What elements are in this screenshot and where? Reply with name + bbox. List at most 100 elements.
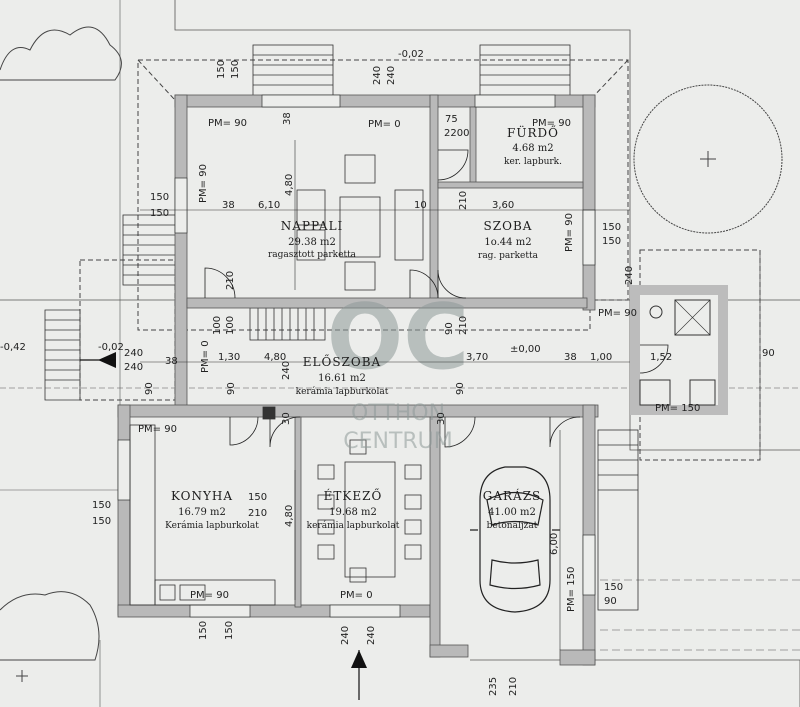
room-nappali-floor: ragasztott parketta <box>268 250 357 260</box>
dim-6-10: 6,10 <box>258 200 280 211</box>
level-entry: -0,02 <box>98 342 124 353</box>
dim-150-left-a: 150 <box>150 192 169 203</box>
dim-240-entry-a: 240 <box>124 348 143 359</box>
dim-150-garazs: 150 <box>604 582 623 593</box>
dim-90-a: 90 <box>444 322 455 335</box>
furniture <box>129 154 424 606</box>
dim-10: 10 <box>414 200 427 211</box>
dim-150-konyha-a: 150 <box>92 500 111 511</box>
room-szoba-floor: rag. parketta <box>478 251 539 261</box>
level-eloszoba-right: PM= 90 <box>598 308 637 319</box>
room-konyha-floor: Kerámia lapburkolat <box>165 520 259 531</box>
dim-6-00: 6,00 <box>549 533 560 555</box>
dim-4-80-mid: 4,80 <box>264 352 286 363</box>
dim-210-a: 210 <box>225 271 236 290</box>
watermark: OC OTTHON CENTRUM <box>327 285 470 454</box>
level-top: -0,02 <box>398 49 424 60</box>
dimension-lines <box>140 140 630 650</box>
dim-38-b: 38 <box>282 112 293 125</box>
dim-240-mid: 240 <box>281 361 292 380</box>
dim-4-80-top: 4,80 <box>284 174 295 196</box>
room-szoba-area: 1o.44 m2 <box>484 237 531 248</box>
dim-38-a: 38 <box>222 200 235 211</box>
watermark-line2: CENTRUM <box>343 429 453 454</box>
car-icon <box>470 466 560 613</box>
dim-90-e: 90 <box>762 348 775 359</box>
dim-150-top-b: 150 <box>216 60 227 79</box>
room-eloszoba-area: 16.61 m2 <box>318 373 366 384</box>
room-furdo-area: 4.68 m2 <box>512 143 553 154</box>
dim-210-d: 210 <box>248 508 267 519</box>
dim-210-e: 210 <box>508 677 519 696</box>
room-etkezo-floor: kerámia lapburkolat <box>307 520 400 531</box>
entrance-arrow-icon <box>80 352 367 700</box>
level-zero: ±0,00 <box>510 344 541 355</box>
room-eloszoba-floor: kerámia lapburkolat <box>296 386 389 397</box>
dim-1-52: 1,52 <box>650 352 672 363</box>
room-konyha-area: 16.79 m2 <box>178 507 226 518</box>
level-nappali: PM= 90 <box>208 118 247 129</box>
dimension-labels: 6,10 3,60 4,80 4,80 4,80 1,30 3,70 1,00 … <box>92 60 775 696</box>
dim-90-b: 90 <box>144 382 155 395</box>
dim-100-b: 100 <box>212 316 223 335</box>
room-szoba-name: SZOBA <box>484 219 533 233</box>
dim-4-80-bottom: 4,80 <box>284 505 295 527</box>
room-furdo-floor: ker. lapburk. <box>504 157 562 167</box>
dim-240-entry-b: 240 <box>124 362 143 373</box>
level-etkezo: PM= 0 <box>340 590 373 601</box>
dim-38-c: 38 <box>564 352 577 363</box>
dim-90-d: 90 <box>455 382 466 395</box>
dim-30-b: 30 <box>436 412 447 425</box>
room-nappali-area: 29.38 m2 <box>288 237 336 248</box>
level-szoba-right: PM= 90 <box>564 213 575 252</box>
dim-210-b: 210 <box>458 316 469 335</box>
dim-210-c: 210 <box>458 191 469 210</box>
room-etkezo-name: ÉTKEZŐ <box>324 488 383 503</box>
windows <box>117 94 596 618</box>
dim-150-bottom-a: 150 <box>198 621 209 640</box>
watermark-line1: OTTHON <box>351 401 445 426</box>
level-nappali-left: PM= 90 <box>198 164 209 203</box>
level-konyha-bottom: PM= 90 <box>190 590 229 601</box>
dim-150-bottom-b: 150 <box>224 621 235 640</box>
dim-240-bottom-a: 240 <box>340 626 351 645</box>
dim-75: 75 <box>445 114 458 125</box>
dim-235: 235 <box>488 677 499 696</box>
dim-240-bottom-b: 240 <box>366 626 377 645</box>
level-left: -0,42 <box>0 342 26 353</box>
room-garazs-area: 41.00 m2 <box>488 507 536 518</box>
dim-150-konyha-b: 150 <box>92 516 111 527</box>
room-garazs-name: GARÁZS <box>483 488 542 503</box>
tree-icon <box>0 26 783 682</box>
dim-150-right-b: 150 <box>602 236 621 247</box>
dim-90-c: 90 <box>226 382 237 395</box>
dim-2200: 2200 <box>444 128 469 139</box>
room-garazs-floor: betonaljzat <box>487 521 538 531</box>
level-konyha: PM= 90 <box>138 424 177 435</box>
level-annex-bottom: PM= 150 <box>655 403 700 414</box>
dim-1-30: 1,30 <box>218 352 240 363</box>
dim-150-right-a: 150 <box>602 222 621 233</box>
level-furdo: PM= 90 <box>532 118 571 129</box>
level-garazs-right: PM= 150 <box>566 567 577 612</box>
dim-100-a: 100 <box>225 316 236 335</box>
dim-150-top-a: 150 <box>230 60 241 79</box>
room-nappali-name: NAPPALI <box>281 219 344 233</box>
dim-3-60: 3,60 <box>492 200 514 211</box>
dim-240-top-a: 240 <box>372 66 383 85</box>
dim-150-konyha-c: 150 <box>248 492 267 503</box>
stairs <box>44 44 639 611</box>
dim-1-00: 1,00 <box>590 352 612 363</box>
dim-90-f: 90 <box>604 596 617 607</box>
dim-38-d: 38 <box>165 356 178 367</box>
room-furdo-name: FÜRDŐ <box>507 124 559 140</box>
dim-30-a: 30 <box>281 412 292 425</box>
room-eloszoba-name: ELŐSZOBA <box>303 354 381 369</box>
room-labels: NAPPALI 29.38 m2 ragasztott parketta FÜR… <box>165 124 562 531</box>
level-markers: PM= 90 PM= 0 PM= 90 PM= 90 PM= 90 PM= 0 … <box>0 49 700 612</box>
doors <box>204 149 669 448</box>
dim-3-70: 3,70 <box>466 352 488 363</box>
dim-240-top-b: 240 <box>386 66 397 85</box>
room-etkezo-area: 19.68 m2 <box>329 507 377 518</box>
